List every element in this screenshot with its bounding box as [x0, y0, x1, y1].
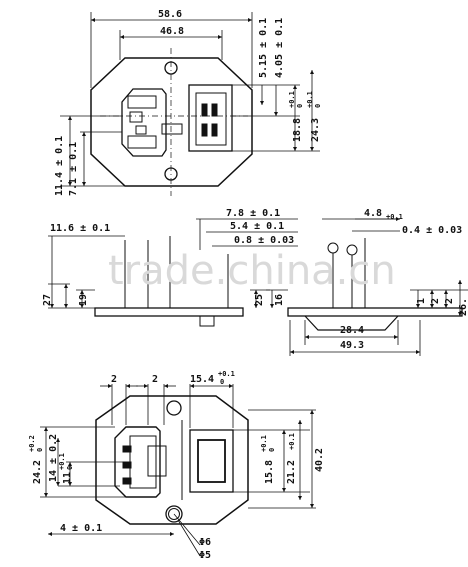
dim-phi5: Φ5 — [199, 550, 211, 561]
dim-24-2: 24.2 — [32, 460, 43, 484]
tol-18-8-bot: 0 — [296, 104, 304, 108]
top-flange-outline — [90, 57, 253, 187]
side-left-flange — [94, 307, 244, 317]
dim-49-3: 49.3 — [340, 340, 364, 351]
dim-bottom-2a: 2 — [111, 374, 117, 385]
bottom-view-drawing — [95, 395, 249, 525]
side-center-dimensions — [196, 218, 421, 356]
dim-11-6: 11.6 ± 0.1 — [50, 223, 110, 234]
dim-40-2: 40.2 — [314, 448, 325, 472]
dim-26: 26. — [458, 298, 468, 316]
dim-11: 11 — [62, 472, 73, 484]
dim-4-8: 4.8 — [364, 208, 382, 219]
dim-phi6: Φ6 — [199, 537, 211, 548]
bottom-flange-outline — [95, 395, 249, 525]
tol-4-8: +0.1 — [386, 213, 403, 221]
top-switch-body — [188, 84, 233, 152]
bottom-switch-rocker — [197, 439, 226, 483]
dim-bottom-2b: 2 — [152, 374, 158, 385]
tol-15-4-bot: 0 — [220, 378, 224, 386]
tol-11-bot: 0 — [66, 466, 74, 470]
side-right-dimensions — [322, 217, 468, 316]
dim-5-15: 5.15 ± 0.1 — [258, 18, 269, 78]
tol-15-8-top: +0.1 — [260, 435, 268, 452]
dim-25: 25 — [254, 294, 265, 306]
tol-24-2-bot: 0 — [36, 448, 44, 452]
top-inlet-socket — [121, 88, 167, 157]
dim-hole-pitch: 46.8 — [160, 26, 184, 37]
dim-7-8: 7.8 ± 0.1 — [226, 208, 280, 219]
dim-overall-width: 58.6 — [158, 9, 182, 20]
dim-19: 19 — [78, 294, 89, 306]
dim-21-2: 21.2 — [286, 460, 297, 484]
dim-0-4: 0.4 ± 0.03 — [402, 225, 462, 236]
dim-1: 1 — [416, 298, 427, 304]
bottom-mount-hole-lower — [165, 505, 183, 523]
tol-11-top: +0.1 — [58, 453, 66, 470]
side-center-drawing — [287, 238, 463, 331]
dim-24-3: 24.3 — [310, 118, 321, 142]
dim-2a: 2 — [430, 298, 441, 304]
side-center-flange — [287, 307, 463, 317]
bottom-switch-body — [189, 429, 234, 493]
tol-15-8-bot: 0 — [268, 448, 276, 452]
tol-15-4-top: +0.1 — [218, 370, 235, 378]
dim-4-05: 4.05 ± 0.1 — [274, 18, 285, 78]
dim-16: 16 — [274, 294, 285, 306]
tol-21-2: +0.1 — [288, 433, 296, 450]
dim-4: 4 ± 0.1 — [60, 523, 102, 534]
dim-14: 14 ± 0.2 — [48, 434, 59, 482]
dim-27: 27 — [42, 294, 53, 306]
bottom-view-dimensions — [40, 384, 316, 557]
side-left-dimensions — [48, 235, 125, 309]
bottom-inlet-socket — [114, 426, 161, 498]
dim-15-8: 15.8 — [264, 460, 275, 484]
top-fuse-slot — [161, 123, 183, 135]
top-view-drawing — [90, 48, 253, 196]
dim-15-4: 15.4 — [190, 374, 214, 385]
tol-24-3-top: +0.1 — [306, 91, 314, 108]
tol-18-8-top: +0.1 — [288, 91, 296, 108]
tol-24-3-bot: 0 — [314, 104, 322, 108]
side-left-drawing — [94, 236, 244, 327]
dim-18-8: 18.8 — [292, 118, 303, 142]
dim-7-1: 7.1 ± 0.1 — [68, 142, 79, 196]
tol-24-2-top: +0.2 — [28, 435, 36, 452]
dim-0-8: 0.8 ± 0.03 — [234, 235, 294, 246]
dim-28-4: 28.4 — [340, 325, 364, 336]
dim-5-4: 5.4 ± 0.1 — [230, 221, 284, 232]
bottom-mount-hole-upper — [166, 400, 182, 416]
dim-2b: 2 — [444, 298, 455, 304]
top-view-dimensions — [60, 12, 320, 187]
watermark-text: trade.china.cn — [108, 248, 396, 294]
dim-11-4: 11.4 ± 0.1 — [54, 136, 65, 196]
